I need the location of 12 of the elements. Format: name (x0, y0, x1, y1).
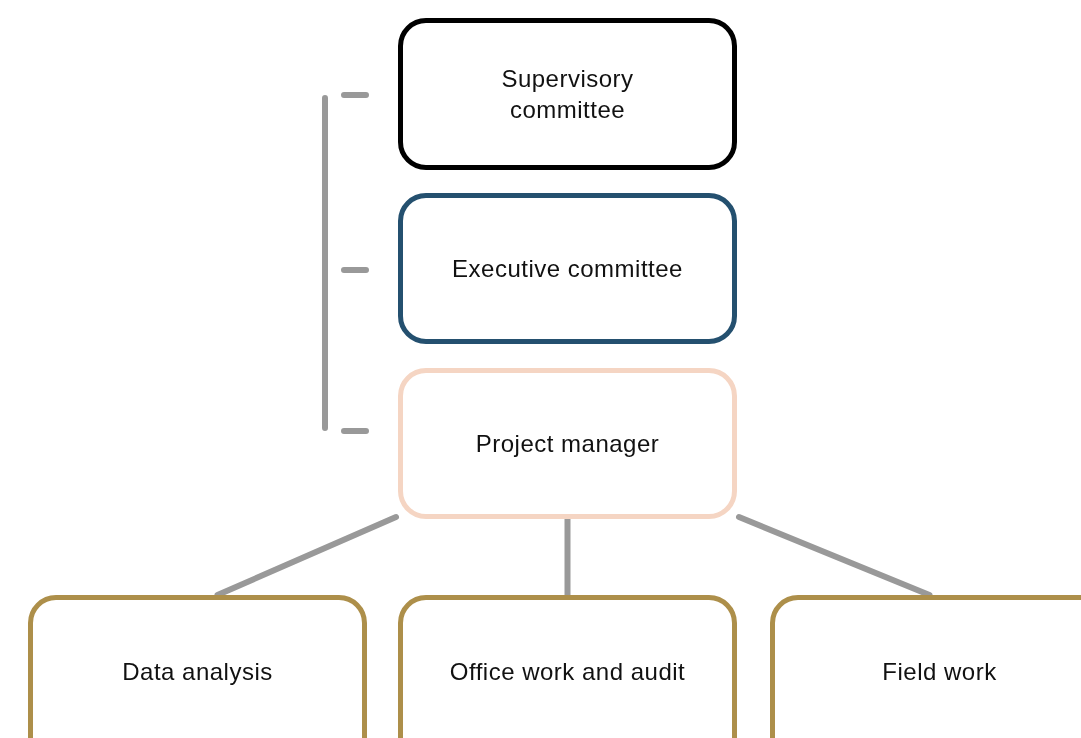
role-box (398, 368, 737, 519)
role-box (770, 595, 1081, 738)
role-label: Office work and audit (449, 657, 686, 687)
role-box (398, 193, 737, 344)
role-label: Supervisory committee (500, 63, 635, 125)
role-label: Project manager (475, 428, 660, 459)
role-label: Field work (882, 657, 997, 687)
role-label: Data analysis (122, 657, 273, 687)
role-box (28, 595, 367, 738)
role-label: Executive committee (452, 253, 683, 284)
role-box (398, 595, 737, 738)
role-box (398, 18, 737, 170)
